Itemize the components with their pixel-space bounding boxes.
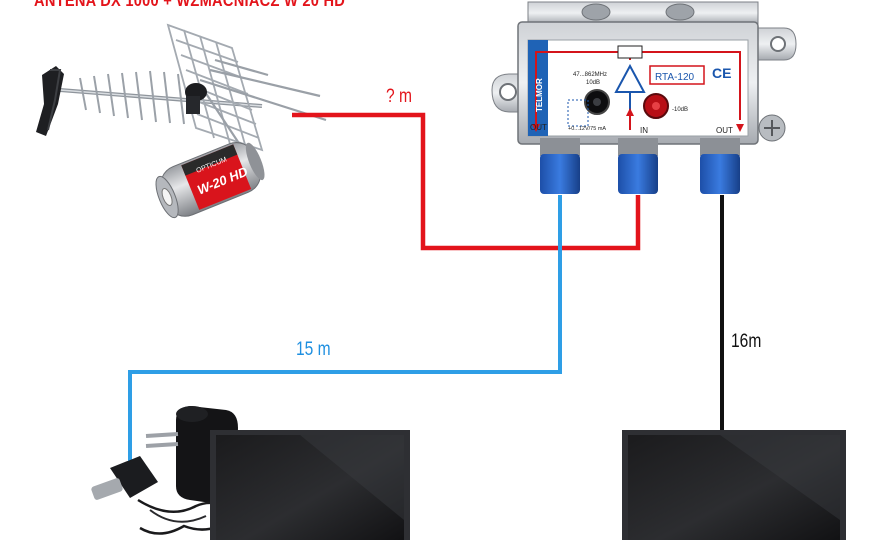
diagram-title: ANTENA DX 1000 + WZMACNIACZ W 20 HD [34,0,346,10]
splitter-attenuation-label: -10dB [672,107,688,113]
tv-left [210,430,410,540]
f-connectors [540,138,740,194]
port-out-right-label: OUT [716,126,733,135]
splitter-model-label: RTA-120 [655,72,695,83]
splitter [491,1,797,145]
black-cable-length-label: 16m [731,331,762,352]
splitter-brand-label: TELMOR [535,78,544,112]
blue-cable-length-label: 15 m [296,339,331,360]
red-cable [292,112,641,251]
ce-mark: CE [712,65,731,81]
port-in-label: IN [640,126,648,135]
splitter-power-label: +0...12V/75 mA [568,126,606,132]
blue-cable [128,195,562,470]
tv-right [622,430,846,540]
amplifier [155,142,265,219]
antenna [36,23,327,161]
splitter-gain-label: 10dB [586,80,600,86]
red-cable-length-label: ? m [386,86,412,107]
splitter-freq-label: 47...862MHz [573,72,607,78]
port-out-left-label: OUT [530,123,547,132]
